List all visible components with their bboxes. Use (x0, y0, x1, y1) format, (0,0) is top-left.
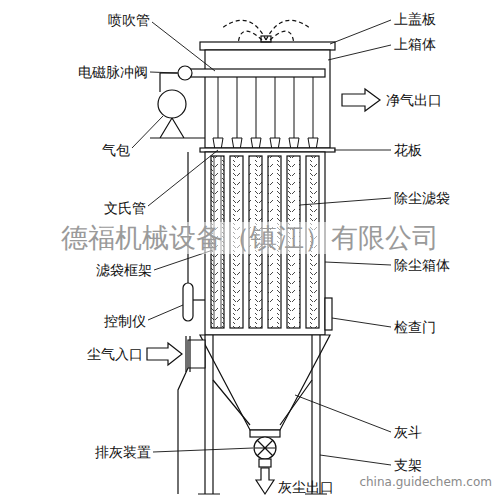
part-label: 上盖板 (394, 10, 436, 28)
port-label: 灰尘出口 (278, 478, 334, 496)
part-label: 气包 (102, 141, 130, 159)
part-label: 支架 (394, 456, 422, 474)
part-label: 喷吹管 (108, 11, 150, 29)
part-label: 灰斗 (394, 423, 422, 441)
part-label: 文氏管 (104, 199, 146, 217)
part-label: 除尘滤袋 (394, 189, 450, 207)
watermark: 德福机械设备（镇江）有限公司 (61, 222, 439, 254)
part-label: 排灰装置 (95, 443, 151, 461)
site-watermark: china.guidechem.com (359, 473, 492, 491)
part-label: 控制仪 (104, 312, 146, 330)
part-label: 滤袋框架 (96, 261, 152, 279)
part-label: 除尘箱体 (394, 256, 450, 274)
port-label: 净气出口 (386, 91, 442, 109)
part-label: 电磁脉冲阀 (78, 63, 148, 81)
port-label: 尘气入口 (87, 345, 143, 363)
part-label: 检查门 (394, 318, 436, 336)
part-label: 上箱体 (394, 35, 436, 53)
part-label: 花板 (394, 141, 422, 159)
